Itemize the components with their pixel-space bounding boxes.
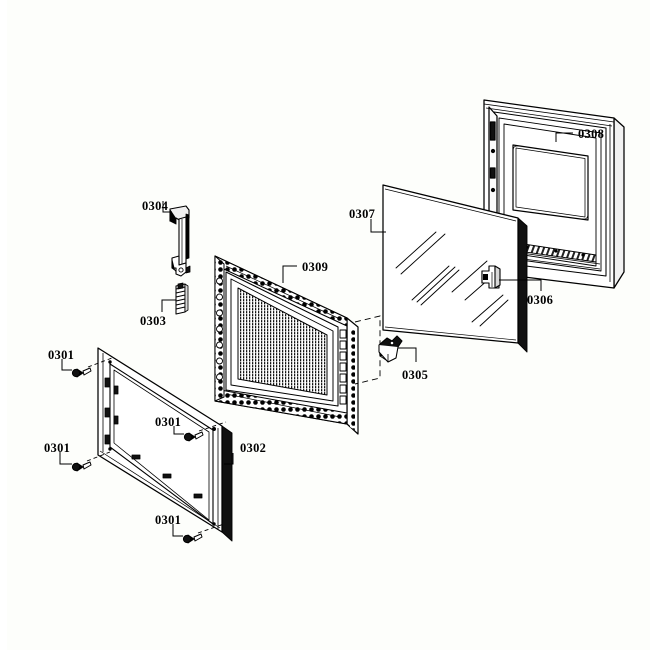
part-0302-inner-door-frame (97, 347, 233, 542)
part-label-0305: 0305 (402, 368, 428, 382)
part-0301-screw-1 (71, 357, 113, 378)
part-0301-screw-4 (182, 523, 225, 544)
part-0303-latch-spring (175, 282, 189, 315)
leader-0303 (161, 299, 176, 312)
part-0304-door-latch-lever (169, 205, 191, 277)
part-label-0301-3: 0301 (44, 441, 70, 455)
leader-0302 (224, 453, 234, 465)
leader-0304 (162, 201, 172, 213)
leader-0301-3 (59, 452, 72, 465)
leader-0309 (282, 265, 297, 283)
part-0301-screw-2 (183, 421, 227, 442)
part-label-0301-4: 0301 (155, 513, 181, 527)
part-0307-door-glass-panel (382, 184, 528, 353)
leader-0305 (398, 347, 417, 362)
part-label-0308: 0308 (578, 127, 604, 141)
part-0305-hinge-bracket (378, 335, 403, 363)
leader-0301-2 (173, 426, 184, 435)
part-0309-perforated-screen-panel (214, 255, 359, 435)
leader-0306 (499, 279, 542, 291)
leader-0307 (370, 219, 386, 233)
part-label-0303: 0303 (140, 314, 166, 328)
part-0301-screw-3 (71, 451, 111, 472)
page-margin (0, 0, 7, 650)
part-label-0306: 0306 (527, 293, 553, 307)
leader-0301-4 (172, 524, 183, 537)
part-label-0307: 0307 (349, 207, 375, 221)
part-label-0302: 0302 (240, 441, 266, 455)
part-label-0301-1: 0301 (48, 348, 74, 362)
part-label-0309: 0309 (302, 260, 328, 274)
phantom-outline-0305 (354, 315, 381, 385)
leader-0301-1 (61, 359, 72, 371)
part-label-0304: 0304 (142, 199, 169, 213)
part-label-0301-2: 0301 (155, 415, 181, 429)
part-0306-glass-retainer-clip (481, 265, 501, 289)
leader-0308 (555, 132, 573, 142)
